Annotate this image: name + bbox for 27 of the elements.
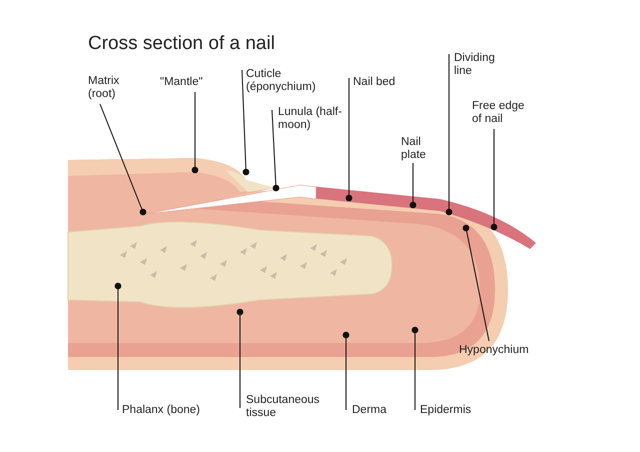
leader-line bbox=[242, 70, 250, 176]
part-label: Nail bed bbox=[353, 76, 413, 89]
part-label: Hyponychium bbox=[459, 344, 549, 357]
part-label: "Mantle" bbox=[160, 76, 220, 89]
leader-line bbox=[236, 308, 244, 408]
leader-line bbox=[192, 92, 198, 174]
leader-line bbox=[462, 224, 490, 342]
leader-line bbox=[410, 162, 416, 208]
diagram-title: Cross section of a nail bbox=[88, 33, 275, 55]
leader-line bbox=[412, 326, 418, 410]
part-label: Subcutaneous tissue bbox=[246, 394, 326, 420]
part-label: Lunula (half-moon) bbox=[278, 106, 348, 132]
part-label: Derma bbox=[352, 404, 402, 417]
part-label: Free edge of nail bbox=[472, 100, 532, 126]
leader-line bbox=[446, 54, 452, 216]
part-label: Nail plate bbox=[401, 136, 436, 162]
leader-line bbox=[114, 282, 122, 410]
part-label: Cuticle (éponychium) bbox=[246, 68, 336, 94]
part-label: Epidermis bbox=[420, 404, 490, 417]
part-label: Phalanx (bone) bbox=[122, 404, 222, 417]
leader-line bbox=[100, 104, 146, 216]
leader-line bbox=[342, 332, 350, 410]
leader-line bbox=[346, 78, 352, 202]
part-label: Dividing line bbox=[454, 52, 514, 78]
leader-line bbox=[272, 110, 280, 192]
part-label: Matrix (root) bbox=[88, 75, 138, 101]
leader-line bbox=[490, 128, 498, 230]
